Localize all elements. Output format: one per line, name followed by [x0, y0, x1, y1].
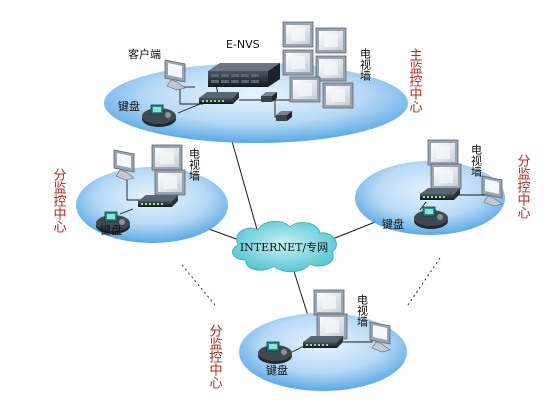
main-keyboard-label: 键盘 — [118, 99, 140, 113]
branch-right-monitor-icon — [481, 175, 503, 207]
branch-center-right: 键盘 电视墙 分监控中心 — [355, 139, 531, 235]
branch-bottom-tv-icon-2 — [316, 313, 348, 340]
cloud-icon: INTERNET/专网 — [232, 220, 337, 273]
main-monitoring-center: 客户端 E-NVS 键盘 电视墙 主监控中心 — [104, 21, 423, 143]
branch-bottom-keyboard-label: 键盘 — [266, 363, 288, 377]
branch-center-bottom: 键盘 电视墙 分监控中心 — [207, 289, 407, 391]
branch-left-tvwall-label: 电视墙 — [188, 148, 201, 182]
branch-right-title: 分监控中心 — [515, 154, 531, 219]
main-tvwall-label: 电视墙 — [359, 48, 372, 82]
main-tv-wall — [282, 21, 354, 109]
branch-left-tv-icon-2 — [154, 169, 186, 196]
client-label: 客户端 — [128, 47, 161, 61]
dashed-separator-right — [407, 257, 441, 306]
branch-right-switch-icon — [420, 188, 460, 200]
branch-right-keyboard-label: 键盘 — [382, 217, 404, 231]
branch-center-left: 键盘 电视墙 分监控中心 — [51, 144, 228, 243]
branch-bottom-tvwall-label: 电视墙 — [356, 294, 369, 328]
server-label: E-NVS — [226, 38, 260, 51]
branch-left-switch-icon — [138, 195, 178, 207]
branch-left-tv-icon — [151, 144, 183, 171]
branch-bottom-title: 分监控中心 — [207, 324, 223, 389]
main-center-title: 主监控中心 — [407, 48, 423, 113]
branch-bottom-switch-icon — [303, 336, 343, 348]
dashed-separators — [181, 257, 441, 306]
dashed-separator-left — [181, 264, 216, 306]
branch-bottom-ellipse — [239, 313, 407, 391]
server-icon — [208, 63, 280, 87]
branch-right-tvwall-label: 电视墙 — [470, 144, 483, 178]
branch-left-title: 分监控中心 — [51, 168, 67, 233]
branch-left-keyboard-label: 键盘 — [100, 223, 122, 237]
branch-left-monitor-icon — [113, 149, 135, 181]
branch-bottom-tv-icon — [313, 289, 345, 316]
main-switch-icon — [199, 92, 239, 104]
branch-right-tv-icon-2 — [430, 163, 462, 190]
branch-bottom-monitor-icon — [369, 321, 391, 353]
branch-right-tv-icon — [427, 139, 459, 166]
client-monitor-icon — [164, 59, 186, 91]
network-label: INTERNET/专网 — [240, 240, 328, 254]
